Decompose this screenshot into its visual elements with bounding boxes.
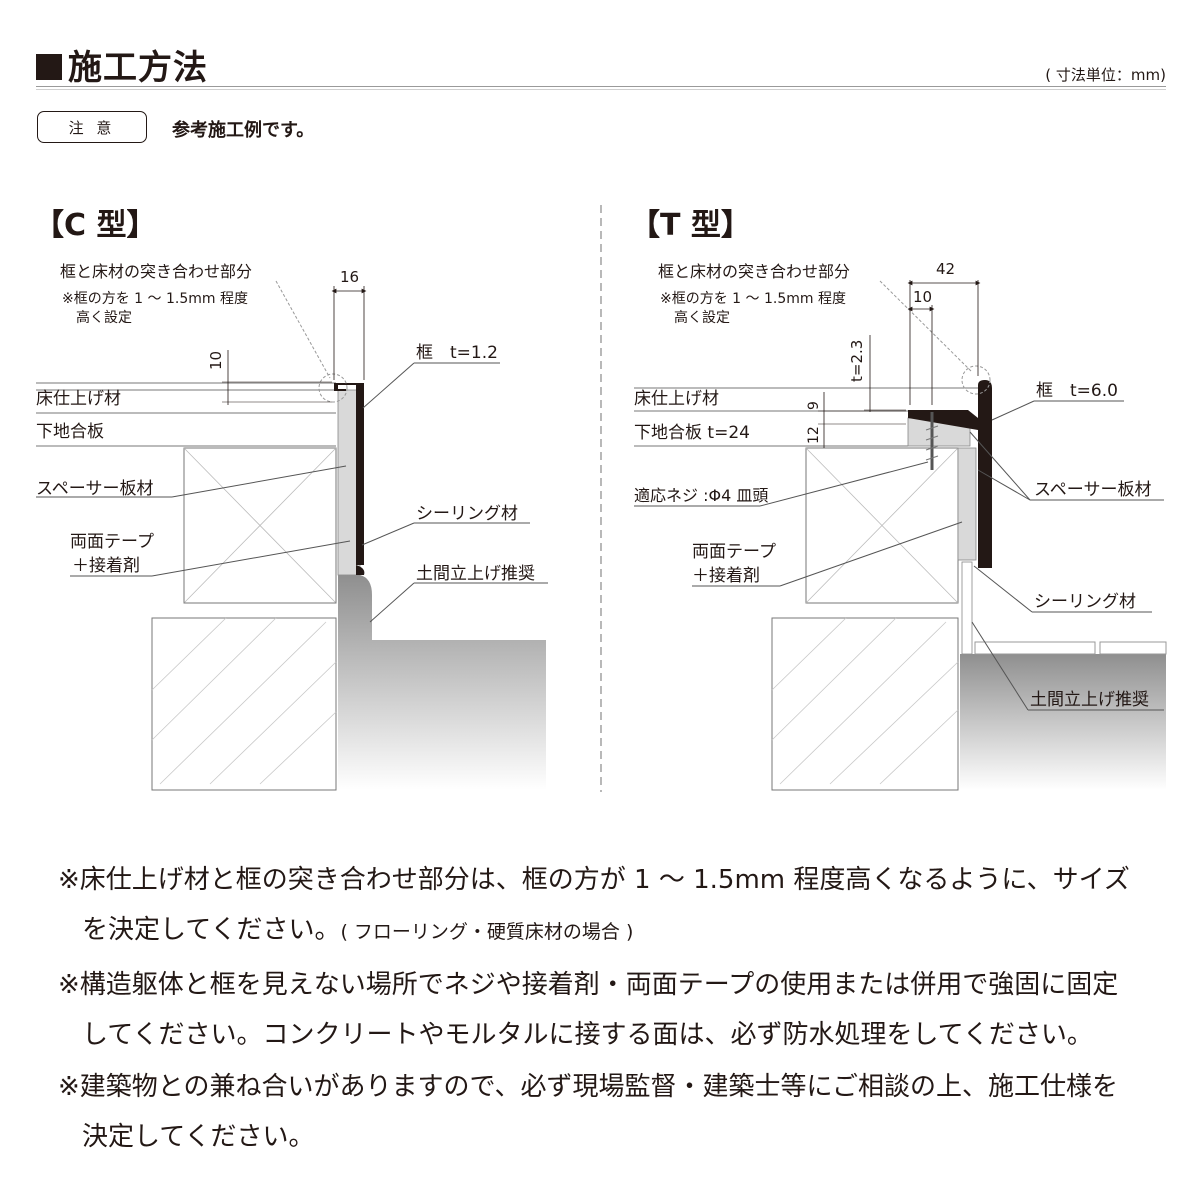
t-dim-t23: t=2.3 xyxy=(848,340,866,382)
note-1: ※床仕上げ材と框の突き合わせ部分は、框の方が 1 ～ 1.5mm 程度高くなるよ… xyxy=(58,855,1130,957)
t-dim-9: 9 xyxy=(806,401,822,410)
t-concrete xyxy=(960,654,1166,790)
caution-badge: 注 意 xyxy=(37,111,147,143)
t-frame-label: 框 t=6.0 xyxy=(1036,381,1118,401)
t-joint-sub1: ※框の方を 1 ～ 1.5mm 程度 xyxy=(660,291,846,307)
c-type-label: 【C 型】 xyxy=(34,208,157,243)
c-dim-16: 16 xyxy=(340,268,359,286)
header-divider xyxy=(36,86,1166,90)
note-3-line1: ※建築物との兼ね合いがありますので、必ず現場監督・建築士等にご相談の上、施工仕様… xyxy=(58,1072,1118,1102)
note-2-line2: してください。コンクリートやモルタルに接する面は、必ず防水処理をしてください。 xyxy=(82,1020,1093,1050)
construction-diagrams: 框と床材の突き合わせ部分 ※框の方を 1 ～ 1.5mm 程度 高く設定 16 … xyxy=(36,205,1167,792)
t-tape2: ＋接着剤 xyxy=(692,566,760,586)
t-joint-label: 框と床材の突き合わせ部分 xyxy=(658,262,850,281)
t-earth-label: 土間立上げ推奨 xyxy=(1030,690,1149,710)
t-dim-12: 12 xyxy=(806,426,822,444)
note-1-line2b: ( フローリング・硬質床材の場合 ) xyxy=(340,921,634,943)
t-spacer-side xyxy=(957,447,977,561)
t-joint-sub2: 高く設定 xyxy=(674,309,730,326)
note-3: ※建築物との兼ね合いがありますので、必ず現場監督・建築士等にご相談の上、施工仕様… xyxy=(58,1062,1118,1162)
t-type-diagram: 框と床材の突き合わせ部分 ※框の方を 1 ～ 1.5mm 程度 高く設定 42 … xyxy=(634,260,1167,791)
note-2-line1: ※構造躯体と框を見えない場所でネジや接着剤・両面テープの使用または併用で強固に固… xyxy=(58,970,1119,1000)
t-floor-finish: 床仕上げ材 xyxy=(634,389,719,409)
t-screw-label: 適応ネジ :Φ4 皿頭 xyxy=(634,486,768,505)
c-joint-sub2: 高く設定 xyxy=(76,309,132,326)
c-type-diagram: 框と床材の突き合わせ部分 ※框の方を 1 ～ 1.5mm 程度 高く設定 16 … xyxy=(36,262,548,791)
t-type-label: 【T 型】 xyxy=(630,208,751,243)
t-subfloor: 下地合板 t=24 xyxy=(634,423,750,443)
t-dim-42: 42 xyxy=(936,260,955,278)
c-tape2: ＋接着剤 xyxy=(72,556,140,576)
c-structure xyxy=(151,617,337,791)
c-spacer-label: スペーサー板材 xyxy=(36,479,153,499)
c-subfloor: 下地合板 xyxy=(36,422,104,442)
caution-text: 参考施工例です。 xyxy=(172,120,315,141)
t-dim-10: 10 xyxy=(913,288,932,306)
c-dim-10: 10 xyxy=(207,351,225,370)
note-3-line2: 決定してください。 xyxy=(82,1122,315,1152)
c-concrete xyxy=(338,575,546,790)
square-bullet-icon xyxy=(36,54,62,80)
note-1-line2a: を決定してください。 xyxy=(82,915,341,945)
c-earth-label: 土間立上げ推奨 xyxy=(416,564,535,584)
c-joint-label: 框と床材の突き合わせ部分 xyxy=(60,262,252,281)
unit-note: ( 寸法単位：mm) xyxy=(1045,66,1166,84)
note-1-line1: ※床仕上げ材と框の突き合わせ部分は、框の方が 1 ～ 1.5mm 程度高くなるよ… xyxy=(58,865,1130,895)
page-title-text: 施工方法 xyxy=(68,48,208,88)
t-frame xyxy=(908,380,992,568)
c-frame-label: 框 t=1.2 xyxy=(416,343,498,363)
note-2: ※構造躯体と框を見えない場所でネジや接着剤・両面テープの使用または併用で強固に固… xyxy=(58,960,1118,1060)
page-title: 施工方法 xyxy=(36,40,208,89)
t-structure xyxy=(771,617,959,791)
c-sealing-label: シーリング材 xyxy=(416,504,518,524)
c-tape1: 両面テープ xyxy=(70,532,154,552)
c-frame xyxy=(334,383,364,565)
t-spacer-label: スペーサー板材 xyxy=(1034,480,1151,500)
t-sealing-label: シーリング材 xyxy=(1034,592,1136,612)
c-joint-sub1: ※框の方を 1 ～ 1.5mm 程度 xyxy=(62,291,248,307)
c-floor-finish: 床仕上げ材 xyxy=(36,389,121,409)
t-tape1: 両面テープ xyxy=(692,542,776,562)
note-1-line2: を決定してください。( フローリング・硬質床材の場合 ) xyxy=(58,905,1130,957)
